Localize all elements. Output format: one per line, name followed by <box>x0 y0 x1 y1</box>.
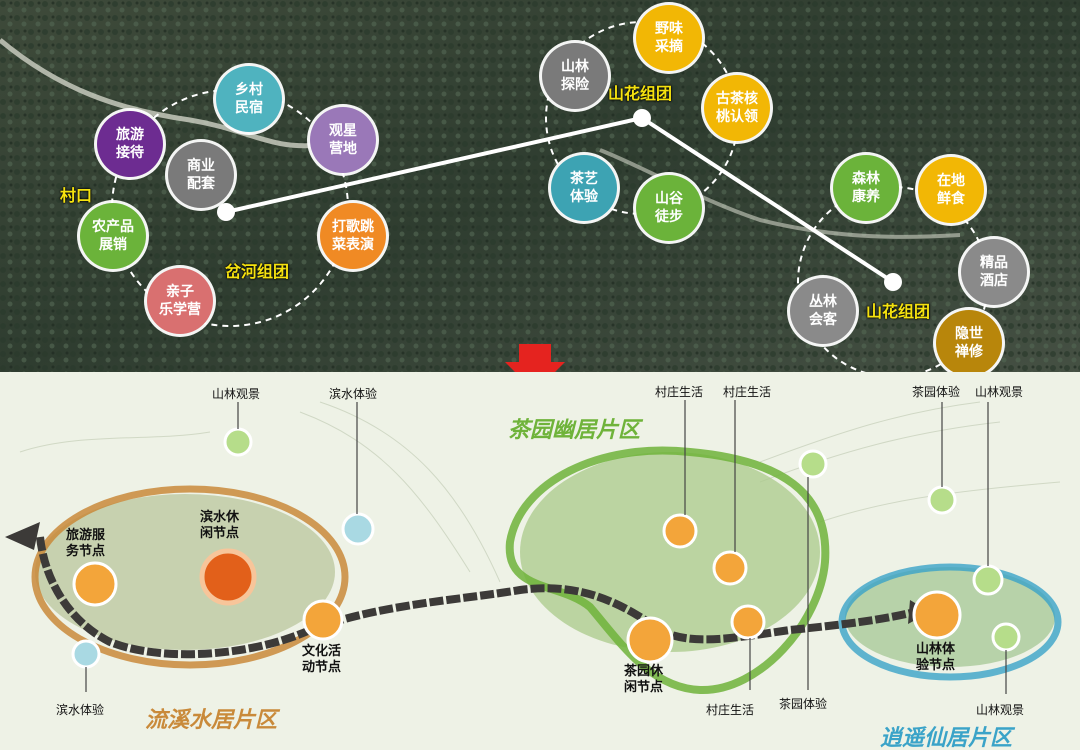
zone-title-chayuan: 茶园幽居片区 <box>508 418 641 443</box>
label-forest-view-2: 山林观景 <box>975 385 1024 399</box>
label-village-life-1: 村庄生活 <box>655 385 704 399</box>
bubble-boutique-hotel: 精品 酒店 <box>961 239 1027 305</box>
bubble-tea-art: 茶艺 体验 <box>551 155 617 221</box>
label-waterside-exp-2: 滨水体验 <box>56 703 105 717</box>
bubble-local-food: 在地 鲜食 <box>918 157 984 223</box>
bubble-forest-wellness: 森林 康养 <box>833 155 899 221</box>
label-forest-view-3: 山林观景 <box>976 703 1025 717</box>
bubble-farm-products: 农产品 展销 <box>80 203 146 269</box>
cluster-label-shanhua-north: 山花组团 <box>608 84 673 103</box>
label-tourist-service-node: 旅游服 务节点 <box>66 528 106 559</box>
satellite-map: 村口 岔河组团 山花组团 山花组团 乡村 民宿 旅游 接待 商业 配套 观星 营… <box>0 0 1080 372</box>
bubble-stargazing-camp: 观星 营地 <box>310 107 376 173</box>
plan-background <box>0 372 1080 750</box>
label-waterside-exp-1: 滨水体验 <box>329 387 378 401</box>
bubble-homestay: 乡村 民宿 <box>216 66 282 132</box>
bubble-jungle-meeting: 丛林 会客 <box>790 278 856 344</box>
label-forest-exp-node: 山林体 验节点 <box>916 642 956 673</box>
bubble-tourist-reception: 旅游 接待 <box>97 111 163 177</box>
zone-title-xiaoyao: 逍遥仙居片区 <box>880 726 1013 750</box>
label-tea-garden-exp-2: 茶园体验 <box>912 385 961 399</box>
label-waterside-leisure-node: 滨水休 闲节点 <box>200 510 240 541</box>
label-village-life-2: 村庄生活 <box>723 385 772 399</box>
down-arrow-icon <box>505 344 565 392</box>
entrance-label: 村口 <box>60 186 93 205</box>
bubble-commercial: 商业 配套 <box>168 142 234 208</box>
label-forest-view-1: 山林观景 <box>212 387 261 401</box>
bubble-forest-adventure: 山林 探险 <box>542 43 608 109</box>
bubble-family-camp: 亲子 乐学营 <box>147 268 213 334</box>
bubble-wild-picking: 野味 采摘 <box>636 5 702 71</box>
zone-title-liuxi: 流溪水居片区 <box>145 708 278 733</box>
cluster-label-shanhua-south: 山花组团 <box>866 302 931 321</box>
bubble-tea-walnut-adoption: 古茶核 桃认领 <box>704 75 770 141</box>
label-village-life-3: 村庄生活 <box>706 703 755 717</box>
planning-map: 流溪水居片区 茶园幽居片区 逍遥仙居片区 山林观景 滨水体验 旅游服 务节点 滨… <box>0 372 1080 750</box>
bubble-zen-retreat: 隐世 禅修 <box>936 310 1002 372</box>
label-culture-activity-node: 文化活 动节点 <box>302 644 342 675</box>
label-tea-garden-leisure-node: 茶园休 闲节点 <box>624 664 664 695</box>
bubble-valley-hiking: 山谷 徒步 <box>636 175 702 241</box>
bubble-dance-show: 打歌跳 菜表演 <box>320 203 386 269</box>
cluster-label-chahe: 岔河组团 <box>225 262 290 281</box>
label-tea-garden-exp-1: 茶园体验 <box>779 697 828 711</box>
